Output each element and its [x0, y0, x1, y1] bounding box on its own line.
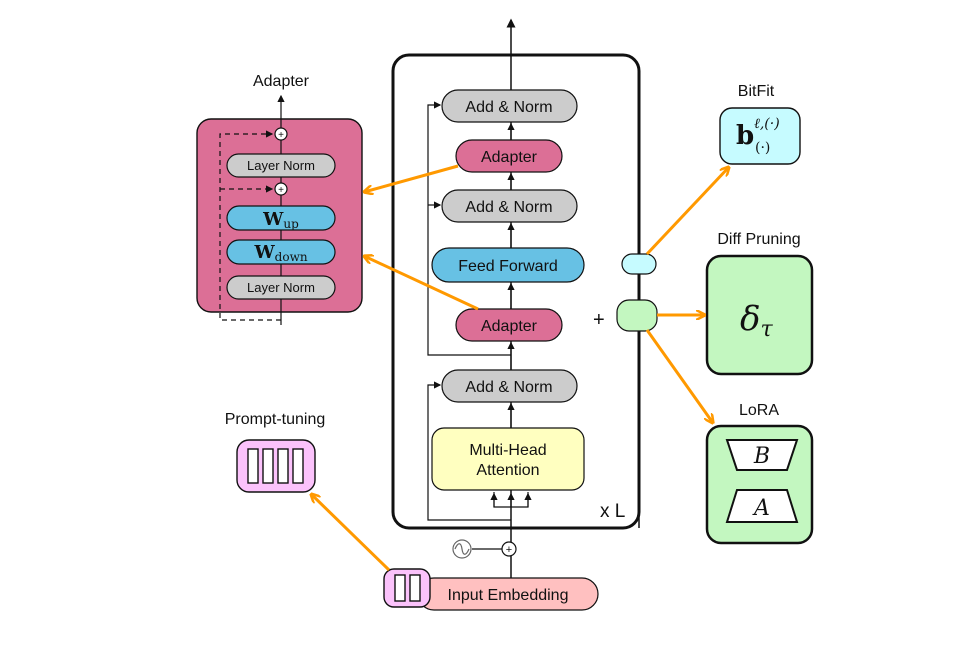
adapter-bottom[interactable]: Adapter — [455, 308, 563, 342]
prompt-token — [247, 448, 259, 484]
attention-label-line2: Attention — [476, 462, 539, 479]
bitfit-base: b — [736, 121, 754, 151]
input-embedding[interactable]: Input Embedding — [417, 577, 599, 611]
adapter-add-top — [274, 127, 288, 141]
arrow-to-prompt-tuning — [311, 494, 391, 572]
residual-connection-bottom — [427, 381, 511, 521]
adapter-top-label: Adapter — [481, 149, 538, 166]
w-down-sub: down — [275, 250, 308, 264]
adapter-layer-norm-bottom-label: Layer Norm — [247, 280, 315, 295]
bitfit-subscript: (·) — [755, 140, 770, 156]
adapter-add-mid-plus: + — [278, 185, 284, 196]
repeat-label: x L — [600, 501, 625, 522]
lora-title: LoRA — [739, 402, 779, 419]
prompt-token — [292, 448, 304, 484]
prompt-token — [262, 448, 274, 484]
prompt-token — [277, 448, 289, 484]
feed-forward-label: Feed Forward — [458, 258, 558, 275]
tau: τ — [760, 317, 773, 342]
w-down-label: Wdown — [253, 242, 307, 264]
attention-label-line1: Multi-Head — [469, 442, 546, 459]
prompt-token — [409, 574, 421, 602]
adapter-layer-norm-top-label: Layer Norm — [247, 158, 315, 173]
input-embedding-label: Input Embedding — [448, 587, 569, 604]
lora-b-label: B — [753, 444, 770, 469]
arrow-to-lora — [645, 329, 713, 423]
w-up-sub: up — [283, 217, 299, 231]
adapter-w-up[interactable]: Wup — [226, 205, 336, 231]
adapter-w-down[interactable]: Wdown — [226, 239, 336, 265]
adapter-module-title: Adapter — [253, 73, 310, 90]
lora-matrix-a — [725, 489, 799, 523]
arrow-to-bitfit — [645, 167, 729, 256]
diff-lora-node[interactable] — [616, 299, 658, 332]
add-norm-bottom-label: Add & Norm — [465, 379, 552, 396]
prompt-tuning-title: Prompt-tuning — [225, 411, 326, 428]
prompt-tuning-box[interactable] — [236, 439, 316, 493]
lora-a-label: A — [752, 496, 770, 521]
adapter-module: + + Layer Norm Wup Wdown Layer Norm — [196, 94, 363, 325]
w-up-label: Wup — [262, 209, 299, 231]
add-norm-top[interactable]: Add & Norm — [441, 89, 578, 123]
bitfit-node[interactable] — [621, 253, 657, 275]
add-norm-top-label: Add & Norm — [465, 99, 552, 116]
bitfit-superscript: ℓ,(·) — [754, 116, 780, 132]
arrow-adapter-bottom-to-module — [364, 256, 479, 311]
prompt-token — [394, 574, 406, 602]
bitfit-title: BitFit — [738, 83, 775, 100]
sine-wave-icon — [452, 539, 472, 559]
diff-pruning-title: Diff Pruning — [717, 231, 800, 248]
w-up-base: W — [262, 209, 284, 230]
add-norm-mid-label: Add & Norm — [465, 199, 552, 216]
diff-pruning-symbol: δτ — [740, 299, 773, 342]
feed-forward[interactable]: Feed Forward — [431, 247, 585, 283]
multi-head-attention[interactable]: Multi-Head Attention — [431, 427, 585, 491]
arrow-adapter-top-to-module — [364, 164, 459, 192]
adapter-top[interactable]: Adapter — [455, 139, 563, 173]
adapter-layer-norm-top[interactable]: Layer Norm — [226, 153, 336, 178]
qkv-fork-arrows — [490, 492, 532, 508]
bitfit-box[interactable]: b ℓ,(·) (·) — [719, 107, 801, 165]
adapter-bottom-label: Adapter — [481, 318, 538, 335]
adapter-add-mid — [274, 182, 288, 196]
adapter-skip-outer — [219, 130, 281, 321]
adapter-layer-norm-bottom[interactable]: Layer Norm — [226, 275, 336, 300]
diff-pruning-box[interactable]: δτ — [705, 254, 814, 376]
positional-add-plus: + — [506, 544, 512, 556]
add-norm-mid[interactable]: Add & Norm — [441, 189, 578, 223]
residual-connection-top — [427, 101, 511, 356]
plus-sign: + — [593, 309, 605, 331]
w-down-base: W — [253, 242, 275, 263]
input-prompt-tokens[interactable] — [383, 568, 431, 608]
lora-box[interactable]: B A — [705, 424, 814, 545]
add-norm-bottom[interactable]: Add & Norm — [441, 369, 578, 403]
lora-matrix-b — [725, 439, 799, 471]
delta: δ — [740, 299, 760, 339]
adapter-add-top-plus: + — [278, 130, 284, 141]
